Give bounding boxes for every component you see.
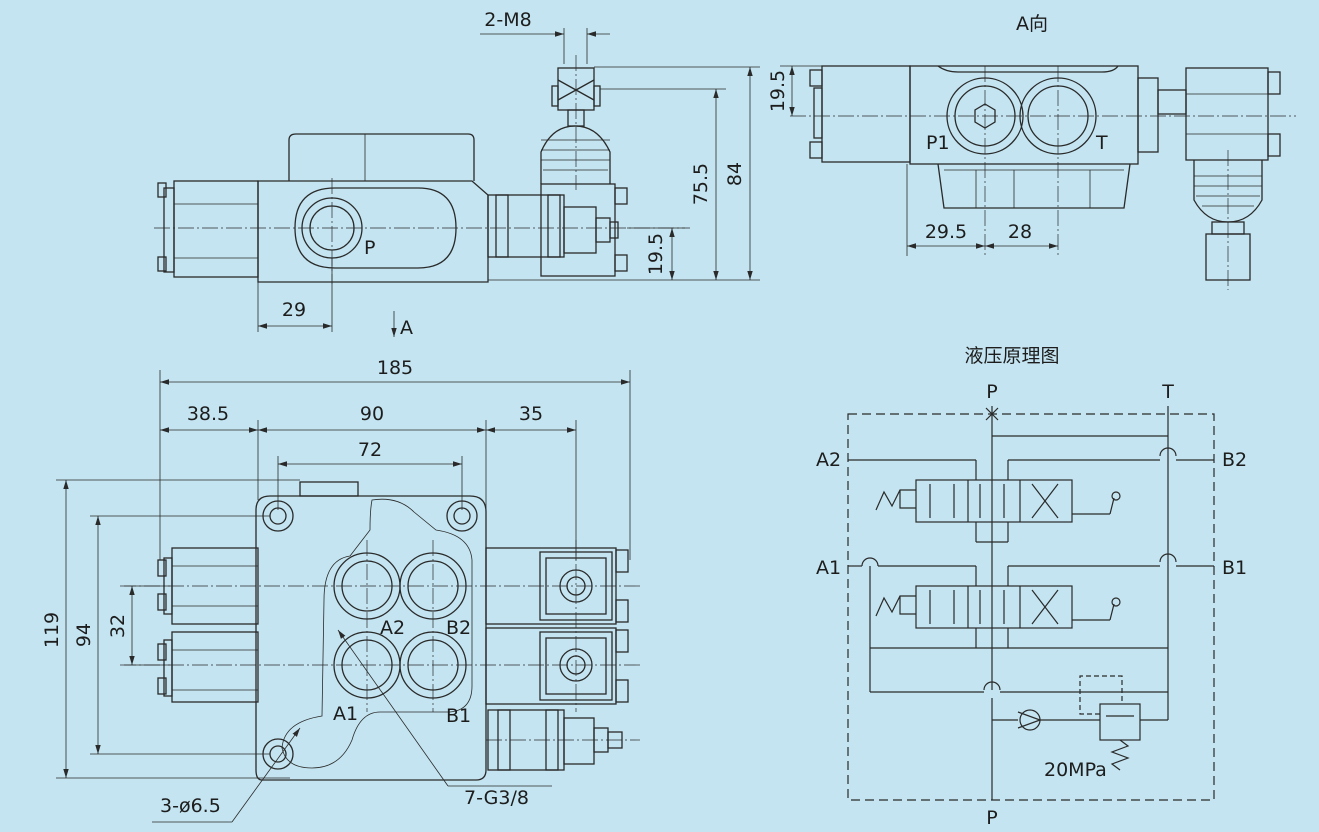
schematic-p-top: P	[986, 381, 997, 403]
front-dim-90: 90	[360, 403, 384, 425]
front-left-caps	[157, 547, 259, 703]
front-right-caps	[485, 547, 629, 771]
front-dim-94: 94	[73, 623, 95, 647]
schematic-relief-pressure: 20MPa	[1044, 759, 1107, 781]
side-port-p: P	[364, 237, 375, 259]
end-view-title: A向	[1016, 13, 1048, 35]
end-right-block	[1185, 67, 1269, 161]
schematic-valve-upper	[875, 479, 1121, 523]
side-left-cap	[173, 180, 259, 278]
schematic-relief	[992, 675, 1168, 771]
front-body	[255, 495, 487, 781]
side-port-boss	[294, 187, 457, 269]
schematic-t-top: T	[1161, 381, 1174, 403]
schematic-b2: B2	[1222, 449, 1247, 471]
schematic-a2: A2	[816, 449, 841, 471]
front-label-b1: B1	[446, 705, 471, 727]
end-view: A向 P1 T	[767, 13, 1296, 290]
front-dim-72: 72	[358, 439, 382, 461]
front-label-a2: A2	[380, 617, 405, 639]
schematic-a1: A1	[816, 557, 841, 579]
end-label-t: T	[1095, 132, 1108, 154]
side-dim-19-5: 19.5	[645, 233, 667, 275]
front-dim-38-5: 38.5	[187, 403, 229, 425]
side-top-boss	[288, 133, 475, 181]
end-dim-19-5: 19.5	[767, 70, 789, 112]
front-port-thread: 7-G3/8	[464, 787, 529, 809]
side-handle	[540, 67, 611, 184]
hydraulic-schematic: 液压原理图 P T P A2 B2	[816, 345, 1247, 829]
schematic-b1: B1	[1222, 557, 1247, 579]
end-dim-28: 28	[1008, 221, 1032, 243]
end-label-p1: P1	[926, 132, 950, 154]
schematic-p-bottom: P	[986, 807, 997, 829]
side-right-block	[487, 194, 565, 258]
schematic-title: 液压原理图	[964, 345, 1059, 367]
front-view: 185 38.5 90 35 72 119 94 32	[41, 357, 642, 823]
schematic-valve-lower	[875, 585, 1121, 629]
side-dim-75-5: 75.5	[690, 163, 712, 205]
side-dim-84: 84	[724, 162, 746, 186]
front-dim-32: 32	[107, 614, 129, 638]
end-left-cap	[821, 65, 911, 163]
side-thread-label: 2-M8	[484, 9, 531, 31]
front-dim-35: 35	[519, 403, 543, 425]
front-dim-185: 185	[377, 357, 413, 379]
front-label-b2: B2	[446, 617, 471, 639]
front-label-a1: A1	[333, 703, 358, 725]
schematic-boundary	[847, 413, 1215, 801]
end-dim-29-5: 29.5	[925, 221, 967, 243]
side-view: 2-M8 84 75.5 19.5 29 P A	[154, 9, 760, 339]
front-dim-119: 119	[41, 612, 63, 648]
side-view-arrow: A	[400, 317, 413, 339]
side-dim-29: 29	[282, 299, 306, 321]
side-body	[257, 180, 489, 283]
front-mount-holes: 3-ø6.5	[160, 795, 221, 817]
